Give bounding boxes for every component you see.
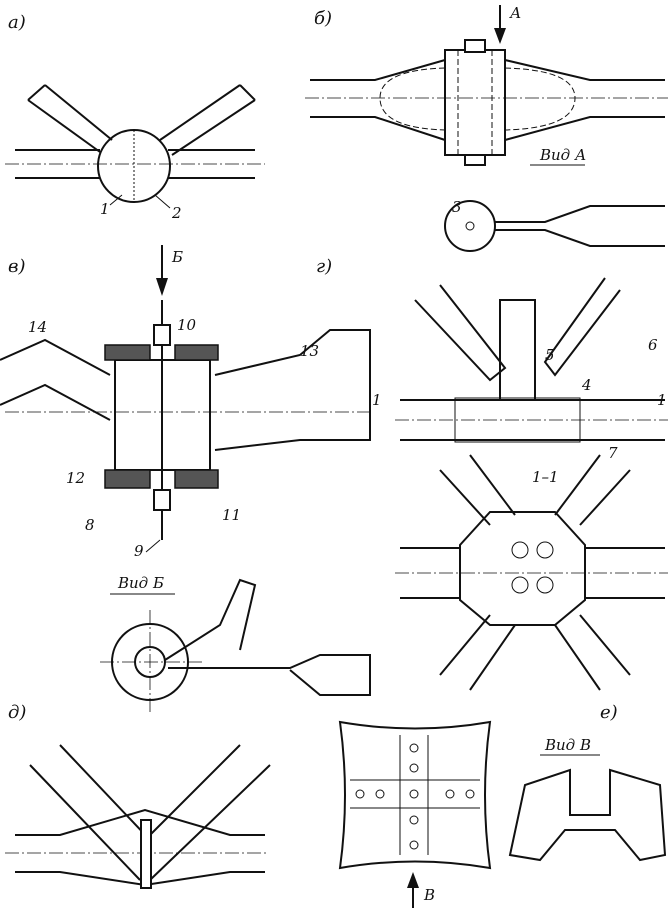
panel-b-label: б) bbox=[314, 8, 332, 29]
panel-g-node: г) 5 6 4 1 1 7 1–1 bbox=[316, 256, 668, 691]
arrow-B-label: Б bbox=[171, 248, 183, 266]
callout-14: 14 bbox=[28, 318, 47, 336]
panel-e-plate-node: е) В Вид В bbox=[338, 702, 667, 908]
callout-11: 11 bbox=[222, 506, 241, 524]
section-mark-right: 1 bbox=[657, 391, 667, 409]
panel-v-bolted-node: в) Б 10 14 13 12 8 11 9 Вид Б bbox=[0, 245, 371, 715]
panel-b-flanged-node: б) А Вид А 3 bbox=[305, 4, 668, 252]
panel-v-label: в) bbox=[8, 256, 26, 277]
section-mark-left: 1 bbox=[372, 391, 382, 409]
panel-a-spherical-node: а) 1 2 bbox=[5, 12, 265, 222]
view-B-label: Вид Б bbox=[117, 574, 164, 592]
callout-9: 9 bbox=[134, 542, 144, 560]
callout-5: 5 bbox=[545, 346, 555, 364]
callout-13: 13 bbox=[300, 342, 319, 360]
section-1-1-label: 1–1 bbox=[532, 468, 559, 486]
callout-8: 8 bbox=[85, 516, 95, 534]
arrow-A-label: А bbox=[509, 4, 521, 22]
view-A-label: Вид А bbox=[539, 146, 586, 164]
panel-d-welded-node: д) bbox=[5, 702, 271, 889]
panel-d-label: д) bbox=[8, 702, 26, 723]
panel-e-label: е) bbox=[600, 702, 618, 723]
callout-10: 10 bbox=[177, 316, 197, 334]
callout-7: 7 bbox=[608, 444, 618, 462]
callout-6: 6 bbox=[648, 336, 658, 354]
callout-2: 2 bbox=[171, 204, 182, 222]
callout-12: 12 bbox=[66, 469, 85, 487]
panel-a-label: а) bbox=[8, 12, 26, 33]
arrow-V-label: В bbox=[423, 886, 435, 904]
panel-g-label: г) bbox=[316, 256, 332, 277]
view-V-label: Вид В bbox=[544, 736, 591, 754]
callout-3: 3 bbox=[452, 198, 462, 216]
callout-1: 1 bbox=[100, 200, 110, 218]
callout-4: 4 bbox=[581, 376, 592, 394]
